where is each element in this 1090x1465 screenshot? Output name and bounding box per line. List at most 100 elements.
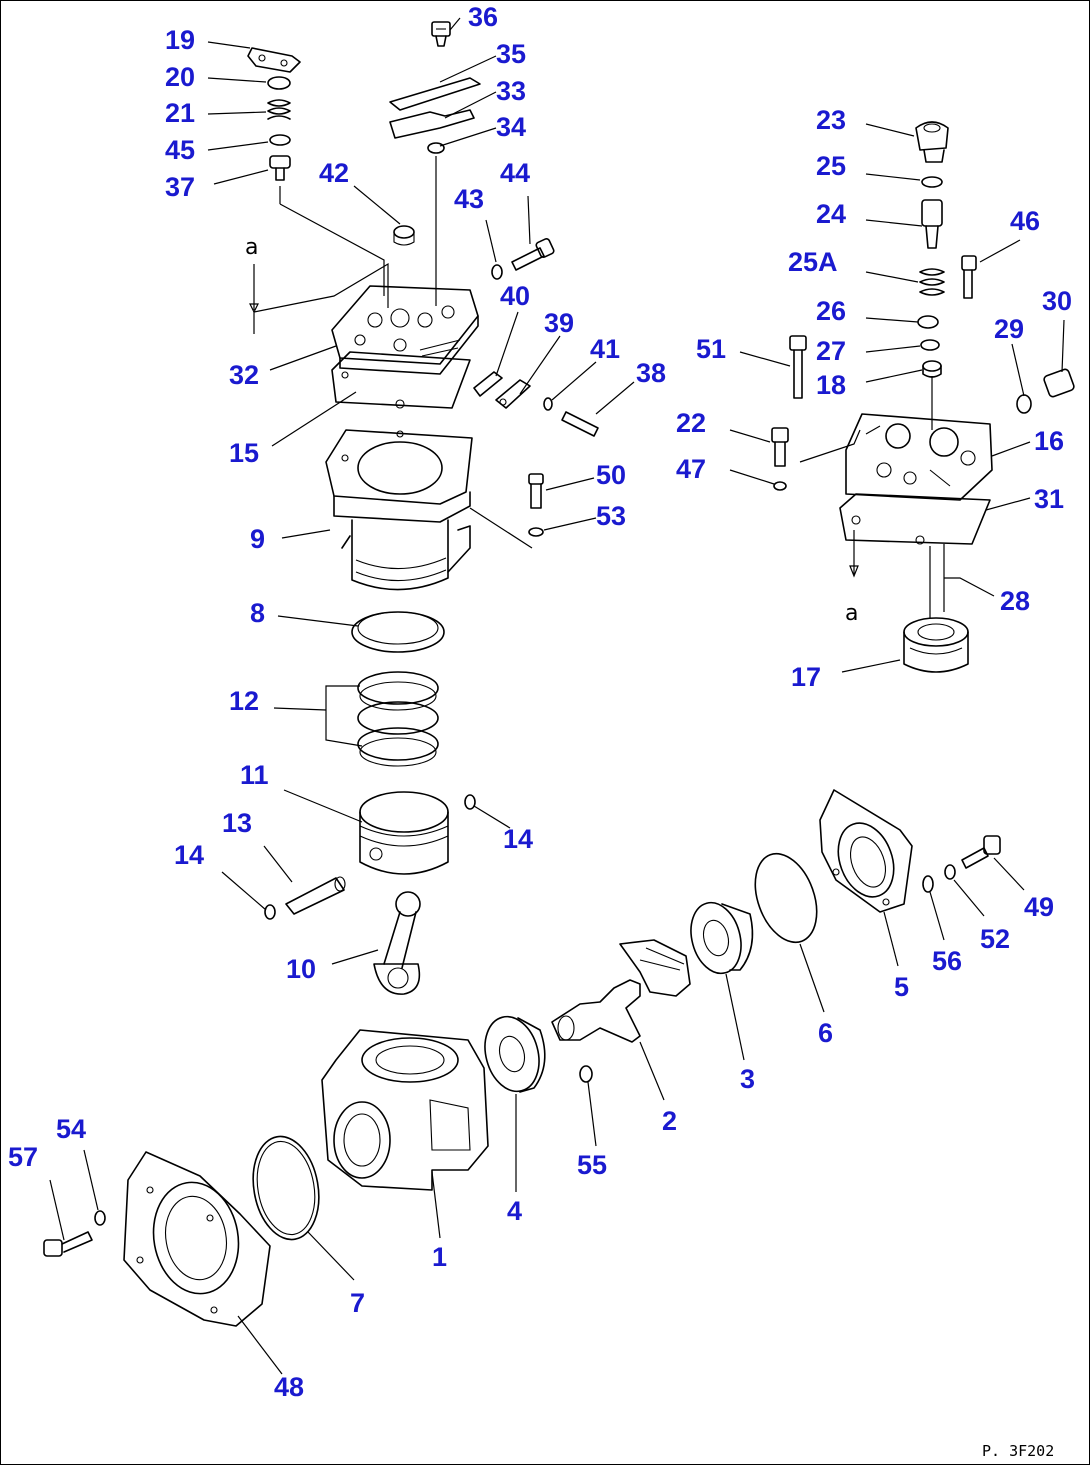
part-52-washer bbox=[944, 864, 956, 880]
part-48-cover bbox=[123, 1151, 271, 1327]
callout-47: 47 bbox=[676, 454, 706, 484]
callout-39: 39 bbox=[544, 308, 574, 338]
callout-36: 36 bbox=[468, 2, 498, 32]
callout-2: 2 bbox=[662, 1106, 677, 1136]
part-57-bolt bbox=[43, 1231, 93, 1257]
part-25-oring bbox=[921, 176, 943, 188]
part-32-cylinder-head bbox=[331, 285, 479, 375]
callout-4: 4 bbox=[507, 1196, 522, 1226]
callout-9: 9 bbox=[250, 524, 265, 554]
callout-25: 25 bbox=[816, 151, 846, 181]
callout-3: 3 bbox=[740, 1064, 755, 1094]
callout-55: 55 bbox=[577, 1150, 607, 1180]
callout-20: 20 bbox=[165, 62, 195, 92]
callout-12: 12 bbox=[229, 686, 259, 716]
part-4-bearing bbox=[484, 1015, 546, 1093]
callout-15: 15 bbox=[229, 438, 259, 468]
callout-14-right: 14 bbox=[503, 824, 533, 854]
callout-17: 17 bbox=[791, 662, 821, 692]
callout-23: 23 bbox=[816, 105, 846, 135]
callout-35: 35 bbox=[496, 39, 526, 69]
callout-8: 8 bbox=[250, 598, 265, 628]
part-18-seat bbox=[922, 360, 942, 378]
callout-19: 19 bbox=[165, 25, 195, 55]
callout-53: 53 bbox=[596, 501, 626, 531]
callout-48: 48 bbox=[274, 1372, 304, 1402]
part-7-gasket-ring bbox=[252, 1135, 320, 1241]
callout-25A: 25A bbox=[788, 247, 838, 277]
part-31-gasket bbox=[839, 493, 991, 545]
callout-46: 46 bbox=[1010, 206, 1040, 236]
callout-21: 21 bbox=[165, 98, 195, 128]
part-5-cover bbox=[819, 789, 913, 913]
part-55-key bbox=[579, 1065, 593, 1083]
part-41-washer bbox=[543, 397, 553, 411]
part-27-ring bbox=[920, 339, 940, 351]
part-35-plate bbox=[389, 77, 481, 111]
part-38-bolt bbox=[561, 411, 599, 437]
callout-44: 44 bbox=[500, 158, 530, 188]
part-46-bolt bbox=[961, 255, 977, 299]
part-36-screw bbox=[431, 21, 451, 47]
part-16-unloader-head bbox=[845, 413, 993, 501]
part-23-cap bbox=[915, 121, 949, 163]
callout-14-left: 14 bbox=[174, 840, 204, 870]
callout-37: 37 bbox=[165, 172, 195, 202]
callout-49: 49 bbox=[1024, 892, 1054, 922]
part-24-valve bbox=[921, 199, 943, 249]
part-22-bolt bbox=[771, 427, 789, 467]
part-21-spring bbox=[267, 99, 291, 120]
part-43-washer bbox=[491, 264, 503, 280]
part-19-plate bbox=[247, 47, 301, 73]
part-3-bearing bbox=[690, 901, 754, 975]
callout-1: 1 bbox=[432, 1242, 447, 1272]
part-1-crankcase bbox=[321, 1029, 489, 1191]
callout-5: 5 bbox=[894, 972, 909, 1002]
callout-30: 30 bbox=[1042, 286, 1072, 316]
part-40-plate bbox=[473, 371, 503, 397]
callout-16: 16 bbox=[1034, 426, 1064, 456]
callout-41: 41 bbox=[590, 334, 620, 364]
part-17-bearing bbox=[903, 617, 969, 673]
callout-34: 34 bbox=[496, 112, 526, 142]
leader-lines bbox=[49, 17, 1065, 1375]
callout-43: 43 bbox=[454, 184, 484, 214]
callout-52: 52 bbox=[980, 924, 1010, 954]
callout-13: 13 bbox=[222, 808, 252, 838]
part-37-valve bbox=[269, 155, 291, 181]
part-29-gasket bbox=[1016, 394, 1032, 414]
callout-33: 33 bbox=[496, 76, 526, 106]
reference-letter-a-right: a bbox=[845, 601, 858, 626]
callout-11: 11 bbox=[240, 760, 269, 790]
part-33-plate bbox=[389, 109, 475, 139]
callout-26: 26 bbox=[816, 296, 846, 326]
callout-40: 40 bbox=[500, 281, 530, 311]
part-45-washer bbox=[269, 134, 291, 146]
callout-38: 38 bbox=[636, 358, 666, 388]
part-11-piston bbox=[359, 791, 449, 875]
part-26-washer bbox=[917, 315, 939, 329]
callout-54: 54 bbox=[56, 1114, 86, 1144]
callout-28: 28 bbox=[1000, 586, 1030, 616]
callout-50: 50 bbox=[596, 460, 626, 490]
callout-32: 32 bbox=[229, 360, 259, 390]
part-9-cylinder bbox=[325, 429, 473, 591]
part-15-gasket bbox=[331, 351, 471, 409]
callout-10: 10 bbox=[286, 954, 316, 984]
callout-57: 57 bbox=[8, 1142, 38, 1172]
callout-7: 7 bbox=[350, 1288, 365, 1318]
part-20-disc bbox=[267, 76, 291, 90]
part-49-bolt bbox=[961, 835, 1001, 869]
callout-22: 22 bbox=[676, 408, 706, 438]
callout-31: 31 bbox=[1034, 484, 1064, 514]
callout-6: 6 bbox=[818, 1018, 833, 1048]
part-50-bolt bbox=[528, 473, 544, 509]
reference-letter-a-left: a bbox=[245, 235, 258, 260]
callout-56: 56 bbox=[932, 946, 962, 976]
part-12-piston-rings bbox=[357, 671, 439, 767]
callout-42: 42 bbox=[319, 158, 349, 188]
callout-27: 27 bbox=[816, 336, 846, 366]
callout-51: 51 bbox=[696, 334, 726, 364]
